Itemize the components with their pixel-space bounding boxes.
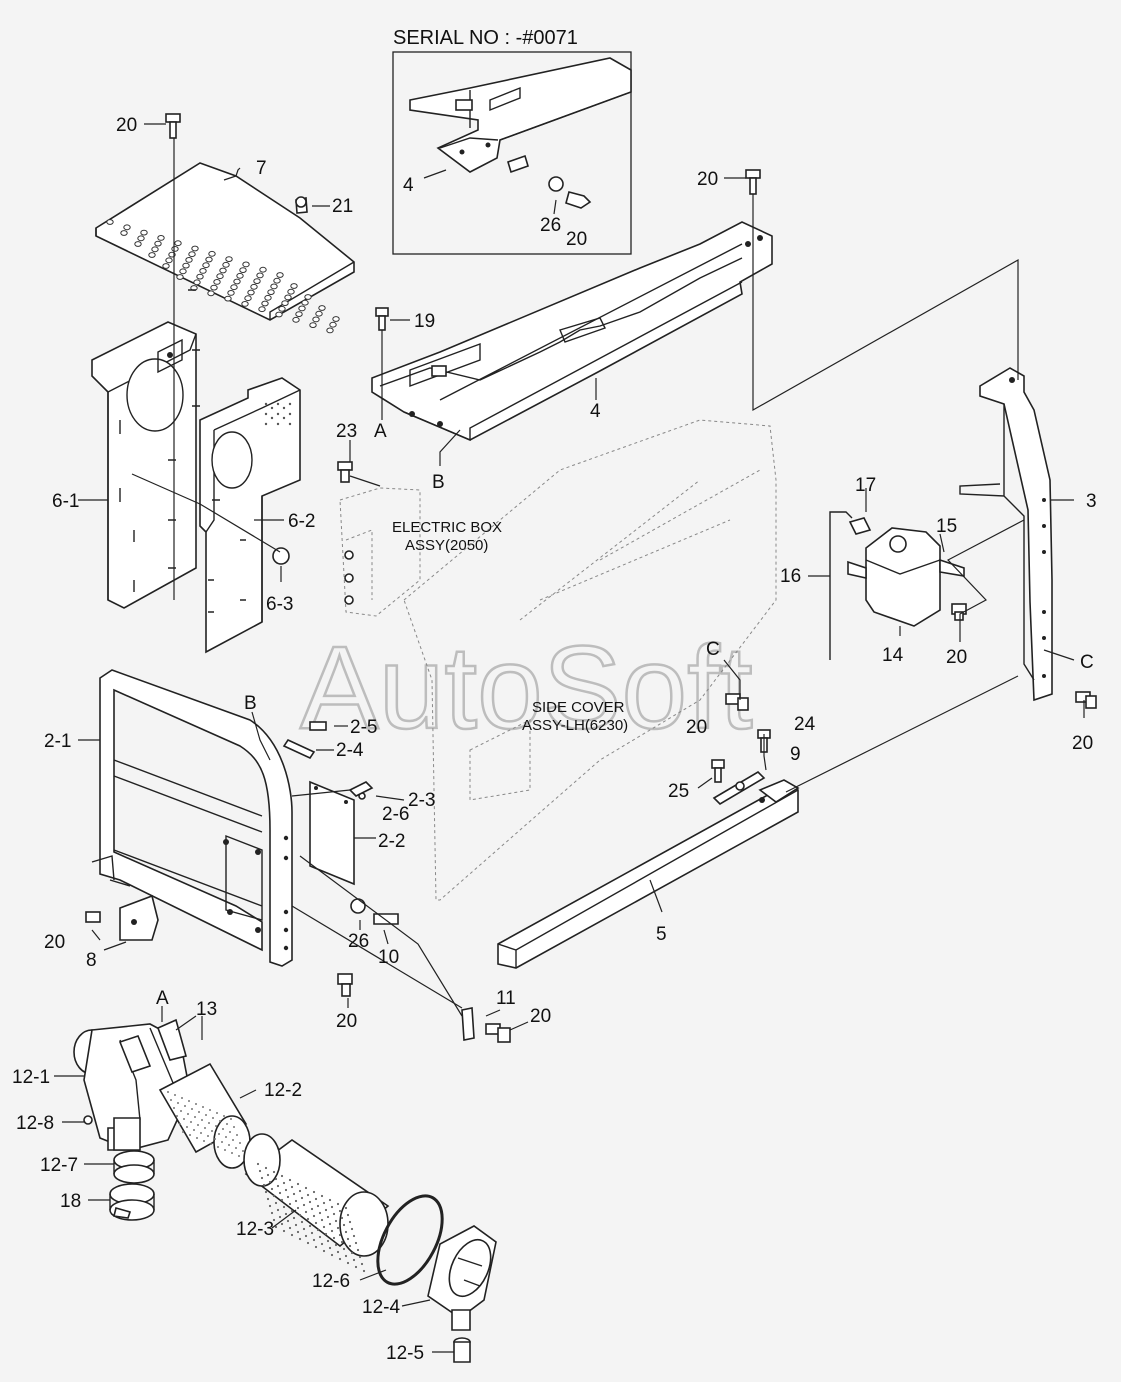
callout: 6-2: [288, 511, 315, 532]
callout: 23: [336, 421, 357, 442]
outer-filter-12-3: [243, 1133, 390, 1273]
side-cover-ghost: SIDE COVER ASSY-LH(6230): [403, 419, 777, 901]
callout: 20: [686, 717, 707, 738]
callout: 20: [44, 932, 65, 953]
panel-2-2: [309, 780, 355, 886]
serial-note: SERIAL NO : -#0071: [393, 27, 578, 49]
callout: 12-3: [236, 1219, 274, 1240]
callout: 6-1: [52, 491, 79, 512]
callout: 25: [668, 781, 689, 802]
perforated-cover-plate: [95, 162, 355, 334]
leader-lines: [54, 123, 1085, 1353]
callout: C: [1080, 652, 1094, 673]
callout: 18: [60, 1191, 81, 1212]
fasteners: [85, 113, 1097, 1043]
callout: 12-4: [362, 1297, 400, 1318]
callout: 2-3: [408, 790, 435, 811]
callout: A: [156, 988, 169, 1009]
frame-2-1: [91, 669, 293, 967]
callout: 14: [882, 645, 904, 666]
clamp-12-7: [113, 1150, 155, 1184]
callout: 3: [1086, 491, 1097, 512]
valve-12-5: [453, 1337, 471, 1363]
callout: 4: [590, 401, 601, 422]
callout: 9: [790, 744, 801, 765]
callout: 6-3: [266, 594, 293, 615]
callout: 11: [496, 988, 516, 1009]
callout: 20: [1072, 733, 1093, 754]
side-cover-label-2: ASSY-LH(6230): [522, 717, 628, 734]
callout: 12-6: [312, 1271, 350, 1292]
callout: 19: [414, 311, 435, 332]
callout: 10: [378, 947, 399, 968]
callout: 20: [530, 1006, 551, 1027]
callout-labels: 20 7 21 19 4 26 20 20 4 A B 23 6-1 6-2 6…: [12, 115, 1097, 1364]
callout: 12-2: [264, 1080, 302, 1101]
callout: 2-1: [44, 731, 71, 752]
callout: 17: [855, 475, 876, 496]
callout: 12-8: [16, 1113, 54, 1134]
bracket-11: [461, 1007, 475, 1041]
callout: 13: [196, 999, 217, 1020]
callout: 20: [697, 169, 718, 190]
callout: 12-1: [12, 1067, 50, 1088]
electric-box-ghost: ELECTRIC BOX ASSY(2050): [339, 487, 502, 617]
bracket-6-1: [91, 289, 200, 609]
cover-12-4: [427, 1225, 497, 1331]
callout: 20: [946, 647, 967, 668]
callout: B: [432, 472, 445, 493]
rod-link-9: [712, 770, 766, 806]
callout: 12-7: [40, 1155, 78, 1176]
bracket-6-2: [199, 377, 301, 654]
side-cover-label-1: SIDE COVER: [532, 699, 625, 716]
callout: 8: [86, 950, 97, 971]
callout: 15: [936, 516, 957, 537]
callout: 20: [566, 229, 587, 250]
callout: 16: [780, 566, 801, 587]
callout: B: [244, 693, 257, 714]
callout: 20: [116, 115, 137, 136]
callout: 2-5: [350, 717, 377, 738]
callout: A: [374, 421, 387, 442]
electric-box-label-1: ELECTRIC BOX: [392, 519, 502, 536]
callout: 7: [256, 158, 267, 179]
serial-inset: SERIAL NO : -#0071: [392, 27, 632, 255]
callout: 24: [794, 714, 816, 735]
callout: 2-6: [382, 804, 409, 825]
callout: 4: [403, 175, 414, 196]
reservoir-tank-14: [847, 527, 965, 627]
electric-box-label-2: ASSY(2050): [405, 537, 488, 554]
watermark: AutoSoft: [300, 622, 753, 754]
callout: 21: [332, 196, 353, 217]
callout: 2-2: [378, 831, 405, 852]
air-cleaner-housing: [73, 1018, 191, 1151]
callout: 2-4: [336, 740, 364, 761]
o-ring-12-6: [376, 1194, 444, 1286]
support-3: [959, 367, 1053, 702]
bracket-8: [119, 894, 159, 941]
callout: 26: [348, 931, 369, 952]
callout: 20: [336, 1011, 357, 1032]
hose-16: [829, 511, 853, 660]
callout: 5: [656, 924, 667, 945]
rail-4: [371, 221, 773, 442]
callout: C: [706, 639, 720, 660]
hose-clamp-18: [109, 1183, 155, 1221]
callout: 12-5: [386, 1343, 424, 1364]
tube-5: [497, 779, 800, 969]
callout: 26: [540, 215, 561, 236]
